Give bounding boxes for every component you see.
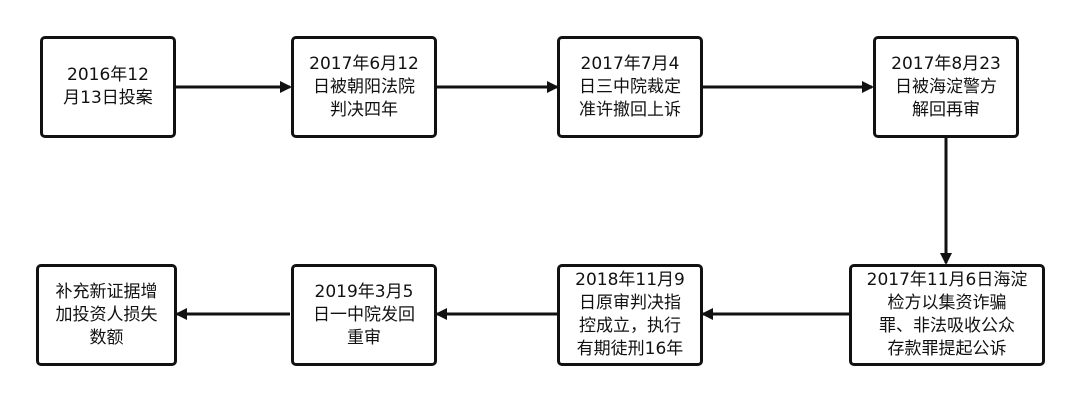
flow-node-5: 2017年11月6日海淀 检方以集资诈骗 罪、非法吸收公众 存款罪提起公诉	[849, 264, 1045, 366]
flow-node-1: 2016年12 月13日投案	[40, 36, 176, 138]
flow-node-3: 2017年7月4 日三中院裁定 准许撤回上诉	[557, 36, 703, 138]
flow-node-6: 2018年11月9 日原审判决指 控成立，执行 有期徒刑16年	[557, 264, 703, 366]
flow-node-8: 补充新证据增 加投资人损失 数额	[36, 264, 177, 366]
flow-node-5-text: 2017年11月6日海淀 检方以集资诈骗 罪、非法吸收公众 存款罪提起公诉	[866, 270, 1028, 359]
flow-node-2: 2017年6月12 日被朝阳法院 判决四年	[291, 36, 437, 138]
flow-node-3-text: 2017年7月4 日三中院裁定 准许撤回上诉	[579, 53, 681, 120]
flow-node-7-text: 2019年3月5 日一中院发回 重审	[313, 281, 415, 348]
flow-node-1-text: 2016年12 月13日投案	[63, 65, 153, 108]
flow-node-7: 2019年3月5 日一中院发回 重审	[291, 264, 437, 366]
flow-node-4-text: 2017年8月23 日被海淀警方 解回再审	[891, 53, 1001, 120]
flow-node-2-text: 2017年6月12 日被朝阳法院 判决四年	[309, 53, 419, 120]
flow-node-8-text: 补充新证据增 加投资人损失 数额	[55, 281, 158, 348]
flow-node-4: 2017年8月23 日被海淀警方 解回再审	[873, 36, 1019, 138]
flow-node-6-text: 2018年11月9 日原审判决指 控成立，执行 有期徒刑16年	[575, 270, 685, 359]
